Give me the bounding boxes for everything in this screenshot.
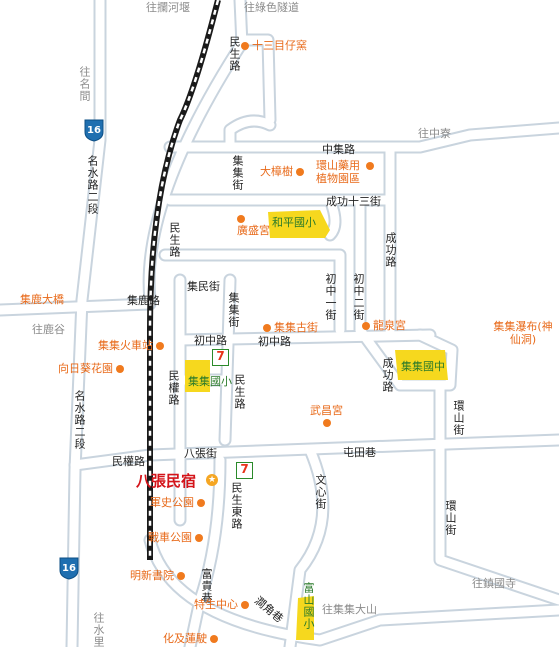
road-label: 往綠色隧道 [244, 1, 299, 14]
school-jiji-elem[interactable]: 集集國小 [188, 375, 232, 388]
orange-dot-icon [296, 168, 304, 176]
orange-dot-icon [322, 419, 331, 427]
poi-wuchang[interactable]: 武昌宮 [310, 405, 343, 427]
highway-shield-icon [59, 557, 79, 580]
orange-dot-icon [197, 499, 205, 507]
poi-mingxin-academy[interactable]: 明新書院 [130, 570, 185, 582]
orange-dot-icon [210, 635, 218, 643]
road-label: 民生路 [228, 36, 241, 72]
poi-dazhangshu[interactable]: 大樟樹 [260, 166, 304, 178]
poi-zhanche-park[interactable]: 戰車公園 [148, 532, 203, 544]
road-label: 往鹿谷 [32, 323, 65, 336]
poi-junshi-park[interactable]: 軍史公園 [150, 497, 205, 509]
road-label: 民生路 [168, 222, 181, 258]
road-label: 集集街 [227, 292, 240, 328]
heping-school-area [268, 210, 330, 238]
road-label: 初中二街 [352, 273, 365, 321]
road-label: 中集路 [322, 143, 355, 156]
road-label: 文心街 [314, 474, 327, 510]
road-label: 集鹿路 [127, 294, 160, 307]
school-heping[interactable]: 和平國小 [272, 216, 316, 229]
railway-line [147, 0, 221, 560]
road-label: 環山街 [444, 500, 457, 536]
school-jiji-jh[interactable]: 集集國中 [401, 360, 445, 373]
road-label: 集民街 [187, 280, 220, 293]
highway-shield-icon [84, 119, 104, 142]
road-label: 往水里 [92, 612, 105, 648]
road-label: 民權路 [167, 370, 180, 406]
star-icon: ★ [206, 474, 218, 486]
road-label: 往攔河堰 [146, 1, 190, 14]
orange-dot-icon [177, 572, 185, 580]
road-label: 成功路 [381, 357, 394, 393]
road-label: 初中路 [194, 334, 227, 347]
poi-jiji-waterfall[interactable]: 集集瀑布(神仙洞) [493, 320, 553, 346]
poi-jiji-station[interactable]: 集集火車站 [98, 340, 164, 352]
orange-dot-icon [241, 601, 249, 609]
highway-number-top: 16 [87, 125, 101, 136]
jiji-elem-school-area [185, 360, 210, 392]
poi-guangsheng[interactable]: 廣盛宮 [237, 215, 270, 237]
road-label: 往中寮 [418, 127, 451, 140]
road-label: 屯田巷 [343, 446, 376, 459]
orange-dot-icon [241, 42, 249, 50]
highway-number-bottom: 16 [62, 563, 76, 574]
orange-dot-icon [195, 534, 203, 542]
poi-longquan[interactable]: 龍泉宮 [362, 320, 406, 332]
seven-eleven-icon: 7 [236, 462, 253, 479]
road-label: 名水路二段 [86, 155, 99, 215]
orange-dot-icon [362, 322, 370, 330]
poi-jilu-bridge[interactable]: 集鹿大橋 [20, 293, 64, 306]
orange-dot-icon [263, 324, 271, 332]
orange-dot-icon [366, 162, 374, 170]
road-label: 八張街 [184, 447, 217, 460]
seven-eleven-icon: 7 [212, 349, 229, 366]
orange-dot-icon [156, 342, 164, 350]
road-label: 集集街 [231, 155, 244, 191]
road-label: 成功十三街 [326, 195, 381, 208]
road-label: 名水路二段 [73, 390, 86, 450]
road-label: 環山街 [452, 400, 465, 436]
poi-shisanmu[interactable]: 十三目仔窯 [241, 40, 307, 52]
poi-tesheng-center[interactable]: 特生中心 [194, 599, 249, 611]
poi-huanshan-garden[interactable]: 環山藥用植物園區 [306, 159, 378, 185]
road-label: 往名間 [78, 66, 91, 102]
poi-sunflower[interactable]: 向日葵花園 [58, 363, 124, 375]
poi-huaji-post[interactable]: 化及蓮駛 [163, 633, 218, 645]
school-fushan[interactable]: 富山國小 [302, 582, 315, 630]
orange-dot-icon [237, 215, 245, 223]
road-label: 往集集大山 [322, 603, 377, 616]
road-label: 初中路 [258, 335, 291, 348]
fushan-school-area [296, 596, 314, 640]
road-label: 成功路 [384, 232, 397, 268]
road-label: 民權路 [112, 455, 145, 468]
hotel-label[interactable]: 八張民宿 [136, 472, 197, 490]
orange-dot-icon [116, 365, 124, 373]
road-label: 富貴巷 [200, 568, 213, 604]
road-label: 民生東路 [230, 482, 243, 530]
road-label: 往鎮國寺 [472, 577, 516, 590]
jiji-jh-school-area [395, 350, 448, 380]
road-label: 民生路 [233, 374, 246, 410]
road-label: 初中一街 [324, 273, 337, 321]
poi-jiji-old-street[interactable]: 集集古街 [263, 322, 318, 334]
